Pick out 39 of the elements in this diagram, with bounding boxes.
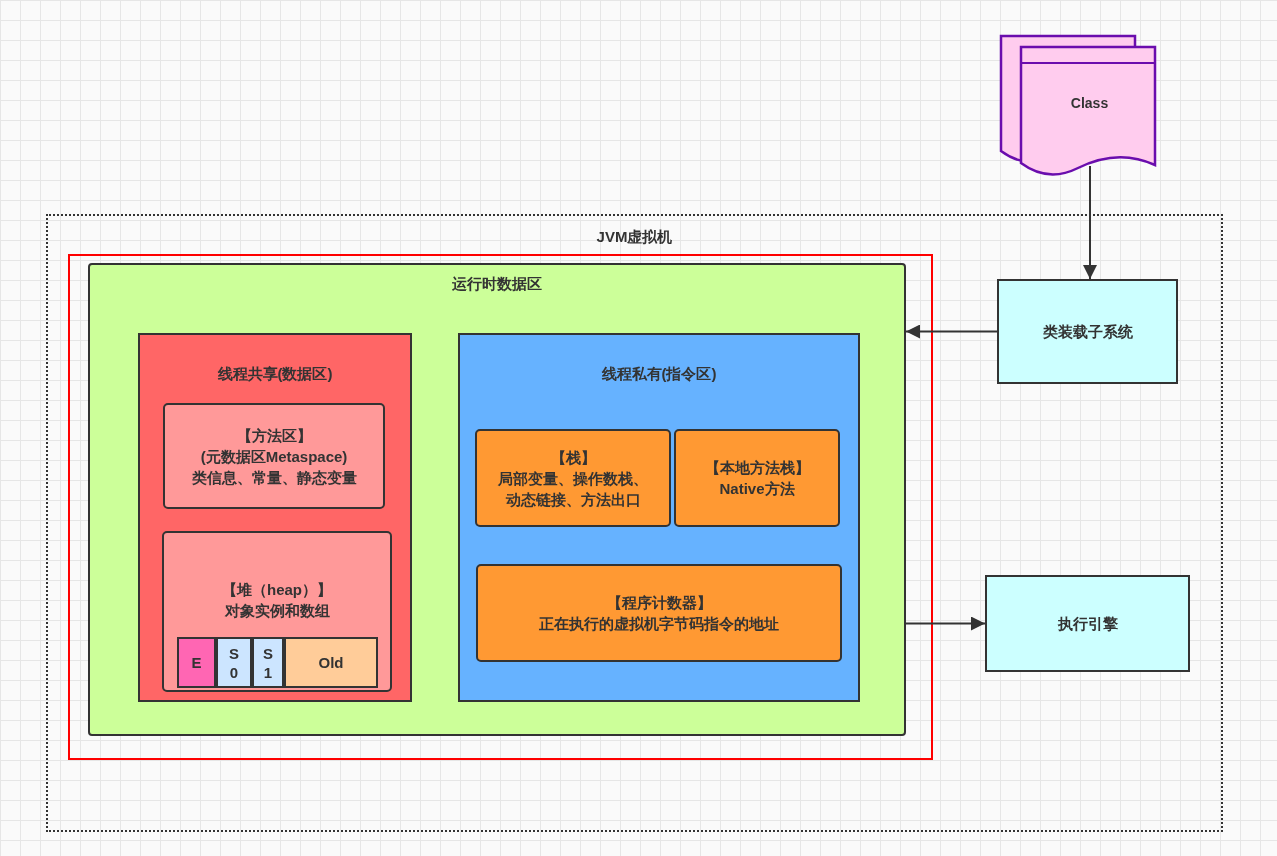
survivor-cell — [216, 637, 252, 688]
box-text: 类信息、常量、静态变量 — [191, 467, 357, 488]
subsystem-box — [997, 279, 1178, 384]
eden-cell — [177, 637, 216, 688]
engine-box — [985, 575, 1190, 672]
box-text: Old — [318, 653, 344, 673]
machine-boundary — [46, 214, 1223, 832]
box-text: 局部变量、操作数栈、动态链接、方法出口 — [497, 468, 649, 510]
box-text: 【本地方法栈】 — [704, 458, 810, 478]
box-text: 正在执行的虚拟机字节码指令的地址 — [539, 614, 779, 634]
arrow — [905, 616, 986, 631]
cell-label: S0 — [228, 643, 240, 682]
region-title: 【堆（heap）】 对象实例和数组 — [221, 580, 333, 621]
region-title: JVM虚拟机 — [595, 227, 674, 247]
box-text: E — [191, 653, 202, 673]
cell-label: S1 — [262, 643, 274, 682]
native-stack-box — [674, 429, 840, 527]
old-gen-cell — [284, 637, 378, 688]
survivor-cell — [252, 637, 284, 688]
box-text: (元数据区Metaspace) — [200, 446, 348, 467]
stack-box — [475, 429, 671, 527]
heap-box — [162, 531, 392, 692]
box-text: 【程序计数器】 — [606, 593, 712, 613]
arrow — [1083, 165, 1097, 280]
document-label: Class — [1070, 94, 1109, 113]
shared-area-box — [138, 333, 412, 702]
region-title: 线程共享(数据区) — [216, 364, 334, 384]
private-area-box — [458, 333, 860, 702]
document-shape — [998, 33, 1158, 178]
box-text: 执行引擎 — [1057, 614, 1118, 634]
method-area-box — [163, 403, 385, 509]
box-text: 类装载子系统 — [1042, 322, 1133, 342]
box-text: 【方法区】 — [236, 425, 312, 446]
box-text: Native方法 — [719, 479, 795, 499]
box-text: 【栈】 — [550, 447, 596, 468]
region-title: 运行时数据区 — [451, 274, 543, 294]
region-title: 线程私有(指令区) — [600, 364, 718, 384]
counter-box — [476, 564, 842, 662]
arrow — [905, 324, 998, 339]
